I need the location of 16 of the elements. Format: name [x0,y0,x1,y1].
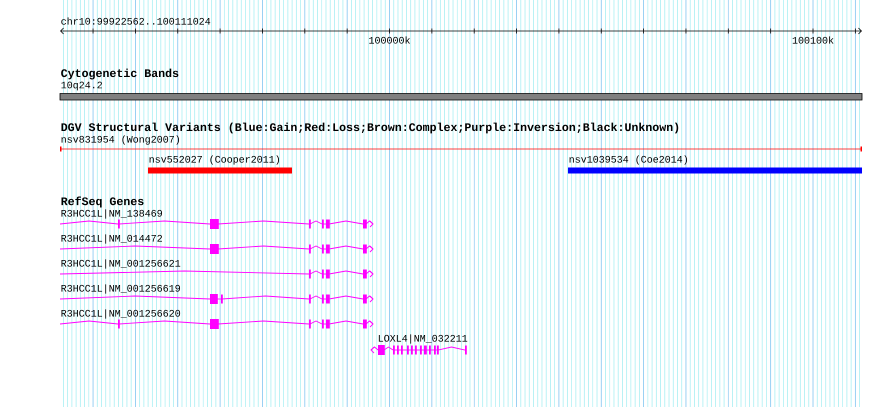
feature-label: nsv552027 (Cooper2011) [150,155,280,165]
gene-label: R3HCC1L|NM_001256620 [62,309,180,319]
gene-label: R3HCC1L|NM_138469 [62,209,162,219]
tick-label: 100000k [369,36,410,44]
gene-label: R3HCC1L|NM_014472 [62,234,162,244]
track-title: Cytogenetic Bands [61,68,178,80]
gene-label: LOXL4|NM_032211 [378,334,468,344]
band-label: 10q24.2 [61,82,102,90]
track-title: RefSeq Genes [62,196,144,208]
coordinate-label: chr10:99922562..100111024 [61,17,210,25]
gene-label: R3HCC1L|NM_001256619 [62,284,180,294]
feature-label: nsv831954 (Wong2007) [62,135,180,145]
tick-label: 100100k [792,36,834,44]
track-title: DGV Structural Variants (Blue:Gain;Red:Loss;Brown:Complex;Purple:Inversion;Black:Unknown) [61,122,678,134]
feature-label: nsv1039534 (Coe2014) [570,155,688,165]
gene-label: R3HCC1L|NM_001256621 [62,259,180,269]
